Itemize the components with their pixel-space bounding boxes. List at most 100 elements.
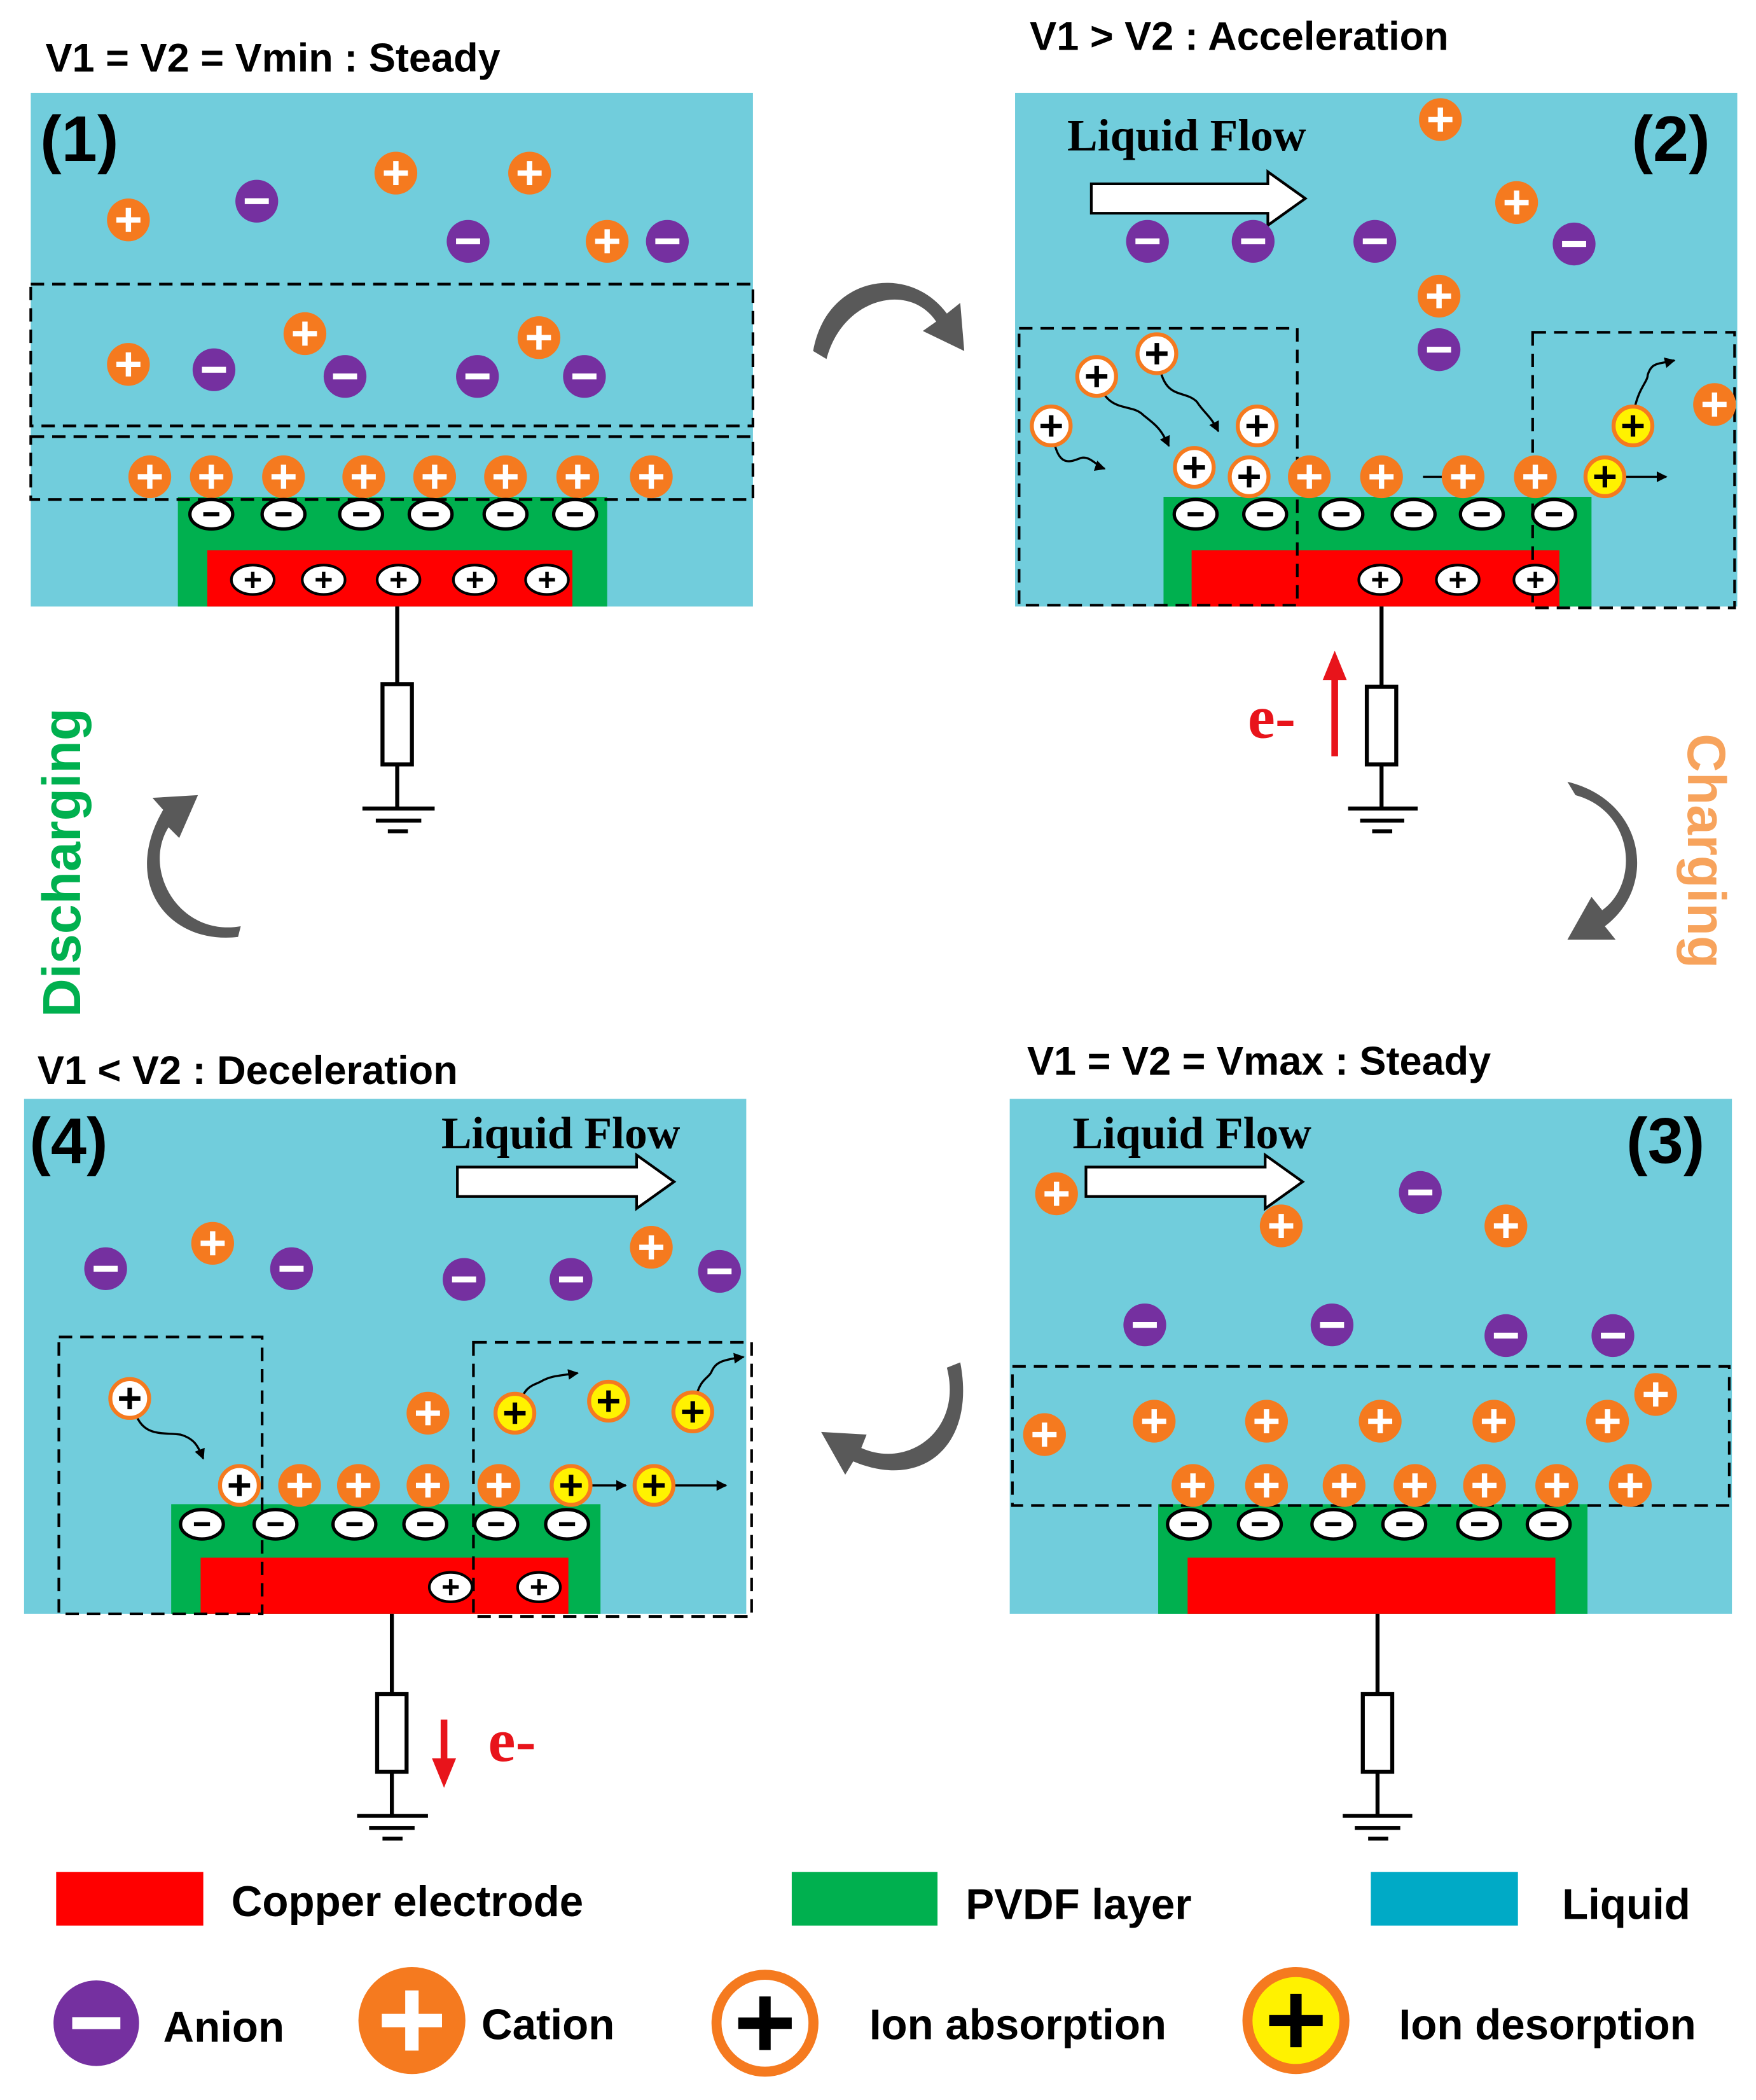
circuit-2 (1348, 606, 1418, 833)
cation (336, 1464, 380, 1507)
surface-negative-charge (1241, 497, 1289, 531)
plus-icon (1402, 1473, 1427, 1498)
plus-icon (1297, 464, 1322, 489)
plus-icon (682, 1401, 704, 1423)
cation (406, 1464, 450, 1507)
surface-negative-charge (1310, 1508, 1357, 1541)
plus-icon (116, 352, 141, 377)
cation (1608, 1464, 1652, 1507)
legend-label-absorption: Ion absorption (869, 2001, 1166, 2049)
ion-absorption (1135, 332, 1179, 375)
surface-negative-charge (252, 1508, 299, 1541)
plus-icon (1238, 466, 1260, 488)
plus-icon (487, 1473, 511, 1498)
minus-icon (572, 373, 597, 380)
plus-icon (595, 229, 619, 254)
cation (477, 1464, 520, 1507)
plus-icon (1449, 571, 1466, 588)
minus-icon (1601, 1332, 1625, 1339)
electrode-positive-charge (516, 1571, 562, 1604)
ion-absorption (1236, 404, 1279, 448)
legend-label-pvdf: PVDF layer (965, 1881, 1191, 1928)
legend-anion-icon (53, 1980, 139, 2066)
plus-icon (119, 1387, 141, 1410)
anion (323, 355, 367, 398)
cation (1495, 181, 1538, 225)
ion-desorption (1583, 455, 1627, 499)
plus-icon (352, 464, 376, 489)
ion-absorption (108, 1377, 151, 1420)
legend-icons (53, 1966, 1350, 2077)
plus-icon (1702, 392, 1727, 417)
ion-desorption (671, 1390, 714, 1433)
electrode-positive-charge (1512, 564, 1558, 596)
panel-1-title: V1 = V2 = Vmin : Steady (45, 36, 500, 80)
panel-2-electron-label: e- (1248, 683, 1296, 751)
electrode-positive-charge (301, 564, 347, 596)
minus-icon (202, 366, 226, 373)
plus-icon (422, 464, 447, 489)
plus-icon (1618, 1473, 1643, 1498)
anion (446, 219, 490, 263)
anion (1353, 219, 1397, 263)
plus-icon (1544, 1473, 1569, 1498)
cation (342, 455, 385, 499)
minus-icon (1333, 512, 1350, 517)
ground-icon (357, 1814, 428, 1841)
anion (192, 348, 236, 391)
plus-icon (560, 1475, 582, 1496)
charging-label: Charging (1676, 734, 1736, 968)
copper-electrode (200, 1557, 569, 1614)
plus-icon (1269, 1214, 1294, 1238)
minus-icon (1133, 1322, 1157, 1328)
plus-icon (597, 1390, 619, 1412)
minus-icon (1257, 512, 1273, 517)
cation (586, 219, 629, 263)
ion-absorption (1075, 355, 1118, 398)
plus-icon (1595, 1409, 1620, 1433)
surface-negative-charge (1456, 1508, 1502, 1541)
minus-icon (1427, 347, 1451, 353)
minus-icon (1396, 1522, 1413, 1527)
electron-arrow-up (1322, 650, 1347, 756)
ion-desorption (550, 1464, 593, 1507)
plus-icon (293, 321, 317, 346)
minus-icon (1362, 238, 1387, 244)
curved-arrow-icon (147, 795, 241, 938)
surface-negative-charge (1236, 1508, 1283, 1541)
minus-icon (244, 198, 269, 204)
circuit-4 (357, 1613, 428, 1841)
cation (1463, 1464, 1506, 1507)
ground-icon (362, 806, 435, 833)
plus-icon (1504, 190, 1529, 215)
plus-icon (1269, 1994, 1323, 2048)
plus-icon (1428, 108, 1453, 132)
plus-icon (1427, 284, 1451, 309)
cation (374, 151, 418, 195)
cation (1023, 1413, 1066, 1456)
plus-icon (415, 1401, 440, 1426)
electrode-positive-charge (230, 564, 276, 596)
minus-icon (567, 512, 583, 517)
cation (484, 455, 527, 499)
ion-absorption (1030, 404, 1073, 448)
minus-icon (1540, 1522, 1557, 1527)
surface-negative-charge (1381, 1508, 1428, 1541)
minus-icon (346, 1522, 363, 1527)
surface-negative-charge (1318, 497, 1365, 531)
minus-icon (488, 1522, 504, 1527)
plus-icon (493, 464, 518, 489)
plus-icon (200, 1231, 225, 1256)
plus-icon (1142, 1409, 1166, 1433)
minus-icon (279, 1265, 304, 1272)
cation (1259, 1204, 1303, 1248)
panel-4-title: V1 < V2 : Deceleration (38, 1048, 458, 1093)
electrode-positive-charge (1357, 564, 1403, 596)
panel-4-flow-label: Liquid Flow (441, 1108, 681, 1158)
plus-icon (738, 1996, 792, 2050)
ground-icon (1348, 806, 1418, 833)
surface-negative-charge (1531, 497, 1577, 531)
minus-icon (422, 512, 439, 517)
surface-negative-charge (1166, 1508, 1212, 1541)
legend-swatch-copper (56, 1872, 204, 1926)
